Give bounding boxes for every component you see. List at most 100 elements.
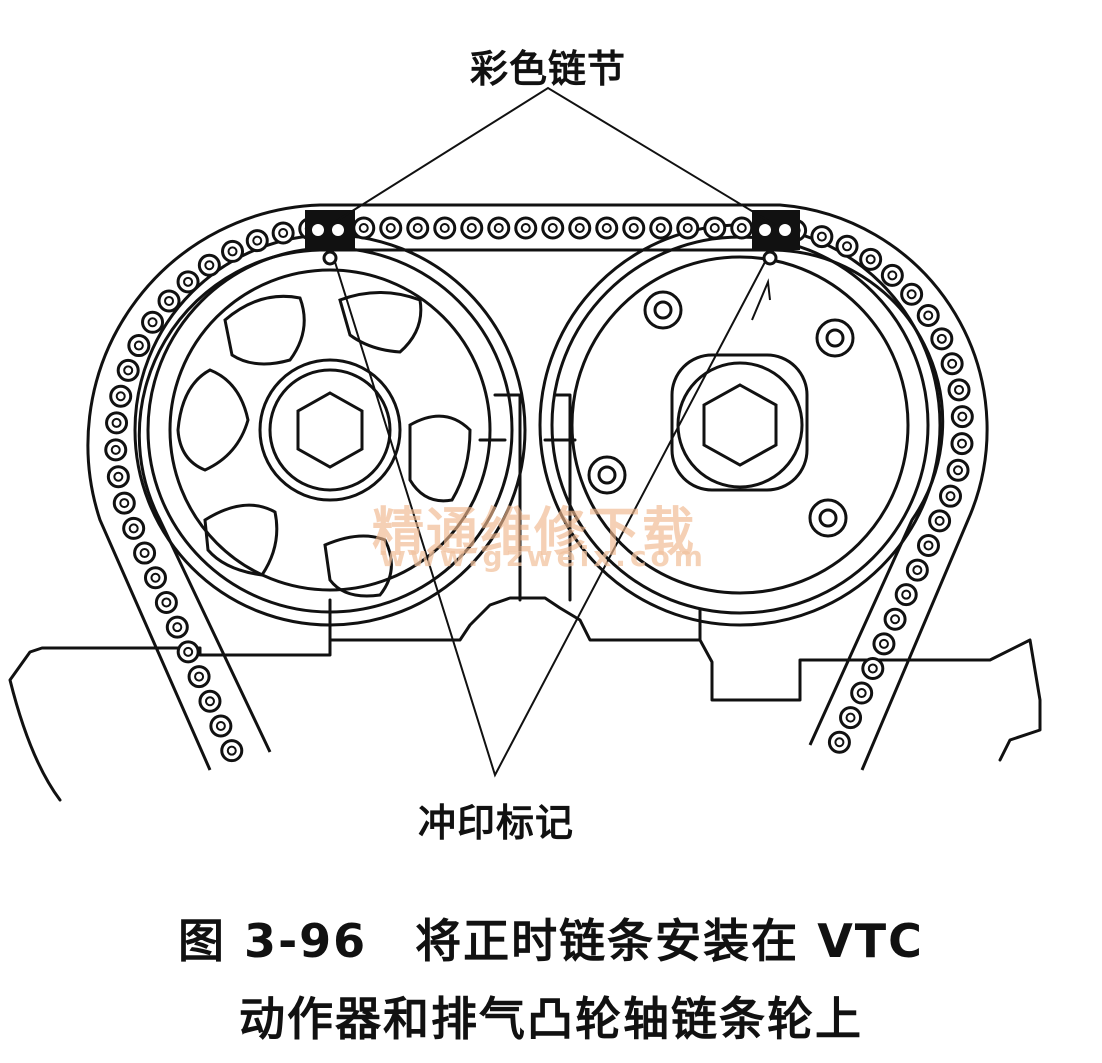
chain-roller-pin: [923, 540, 934, 551]
chain-roller: [880, 263, 904, 287]
chain-roller: [940, 352, 964, 376]
chain-roller: [916, 304, 940, 328]
chain-roller: [827, 730, 851, 754]
chain-roller: [127, 334, 151, 358]
chain-roller: [352, 216, 376, 240]
chain-roller-pin: [601, 223, 612, 233]
chain-roller-pin: [628, 223, 639, 233]
chain-roller: [900, 282, 924, 306]
chain-roller-pin: [252, 235, 263, 246]
chain-roller-pin: [816, 231, 827, 242]
chain-roller: [245, 229, 269, 253]
chain-roller-pin: [139, 548, 150, 559]
chain-rollers: [104, 216, 974, 763]
chain-roller-pin: [123, 365, 134, 376]
chain-roller-pin: [856, 688, 867, 699]
vtc-actuator-sprocket: [133, 233, 527, 627]
chain-roller-pin: [709, 223, 720, 233]
label-punch-marks: 冲印标记: [418, 801, 575, 845]
chain-roller: [143, 566, 167, 590]
chain-roller: [433, 216, 457, 240]
watermark-url: www.gzweix.com: [380, 540, 707, 573]
chain-roller-pin: [164, 295, 175, 306]
chain-roller-pin: [956, 438, 967, 449]
chain-roller: [122, 516, 146, 540]
chain-roller-pin: [923, 310, 934, 321]
chain-roller-pin: [655, 223, 666, 233]
chain-roller: [928, 509, 952, 533]
chain-roller: [861, 656, 885, 680]
chain-roller-pin: [887, 270, 898, 281]
chain-roller-pin: [215, 720, 226, 731]
chain-roller: [157, 289, 181, 313]
chain-roller-pin: [412, 223, 423, 233]
chain-roller: [946, 458, 970, 482]
cylinder-head-outline: [8, 596, 1042, 802]
punch-mark-left: [322, 250, 338, 266]
chain-roller: [116, 358, 140, 382]
chain-roller-pin: [147, 317, 158, 328]
chain-roller-pin: [227, 246, 238, 257]
chain-roller-pin: [111, 417, 122, 428]
chain-roller-pin: [954, 384, 965, 395]
chain-roller-pin: [150, 572, 161, 583]
chain-roller-pin: [172, 622, 183, 633]
chain-roller-pin: [682, 223, 693, 233]
chain-roller: [730, 216, 754, 240]
chain-roller-pin: [878, 638, 889, 649]
chain-roller-pin: [128, 523, 139, 534]
chain-roller-pin: [194, 671, 205, 682]
chain-roller-pin: [183, 646, 194, 657]
chain-roller: [141, 310, 165, 334]
chain-roller: [176, 270, 200, 294]
chain-roller-pin: [493, 223, 504, 233]
chain-roller: [905, 558, 929, 582]
chain-roller-pin: [358, 223, 369, 233]
chain-roller: [595, 216, 619, 240]
chain-roller-pin: [845, 712, 856, 723]
chain-roller-pin: [842, 241, 853, 252]
chain-roller: [154, 590, 178, 614]
chain-roller: [220, 739, 244, 763]
punch-mark-right: [762, 250, 778, 266]
timing-chain-inner: [137, 248, 945, 753]
chain-roller: [859, 247, 883, 271]
chain-roller-pin: [936, 333, 947, 344]
chain-roller-pin: [736, 223, 747, 233]
chain-roller: [541, 216, 565, 240]
chain-roller-pin: [115, 391, 126, 402]
chain-roller: [133, 541, 157, 565]
chain-roller-pin: [385, 223, 396, 233]
chain-roller: [514, 216, 538, 240]
chain-roller-pin: [204, 696, 215, 707]
chain-roller-pin: [520, 223, 531, 233]
chain-roller-pin: [278, 228, 289, 239]
chain-roller: [947, 378, 971, 402]
chain-roller-pin: [865, 254, 876, 265]
chain-roller-pin: [934, 515, 945, 526]
chain-roller: [379, 216, 403, 240]
chain-roller: [221, 239, 245, 263]
chain-roller: [810, 225, 834, 249]
chain-roller: [930, 327, 954, 351]
chain-roller: [622, 216, 646, 240]
leader-colored-links: [329, 86, 776, 226]
chain-roller: [568, 216, 592, 240]
chain-roller: [916, 533, 940, 557]
chain-roller: [106, 465, 130, 489]
chain-roller: [176, 640, 200, 664]
chain-roller: [703, 216, 727, 240]
chain-roller: [165, 615, 189, 639]
chain-roller-pin: [953, 465, 964, 476]
chain-roller-pin: [890, 614, 901, 625]
caption-line-2: 动作器和排气凸轮轴链条轮上: [239, 992, 863, 1046]
chain-roller: [835, 234, 859, 258]
chain-roller-pin: [912, 565, 923, 576]
chain-roller: [839, 706, 863, 730]
chain-roller-pin: [466, 223, 477, 233]
chain-roller: [872, 632, 896, 656]
chain-roller-pin: [547, 223, 558, 233]
chain-roller-pin: [161, 597, 172, 608]
label-colored-links: 彩色链节: [470, 47, 627, 91]
